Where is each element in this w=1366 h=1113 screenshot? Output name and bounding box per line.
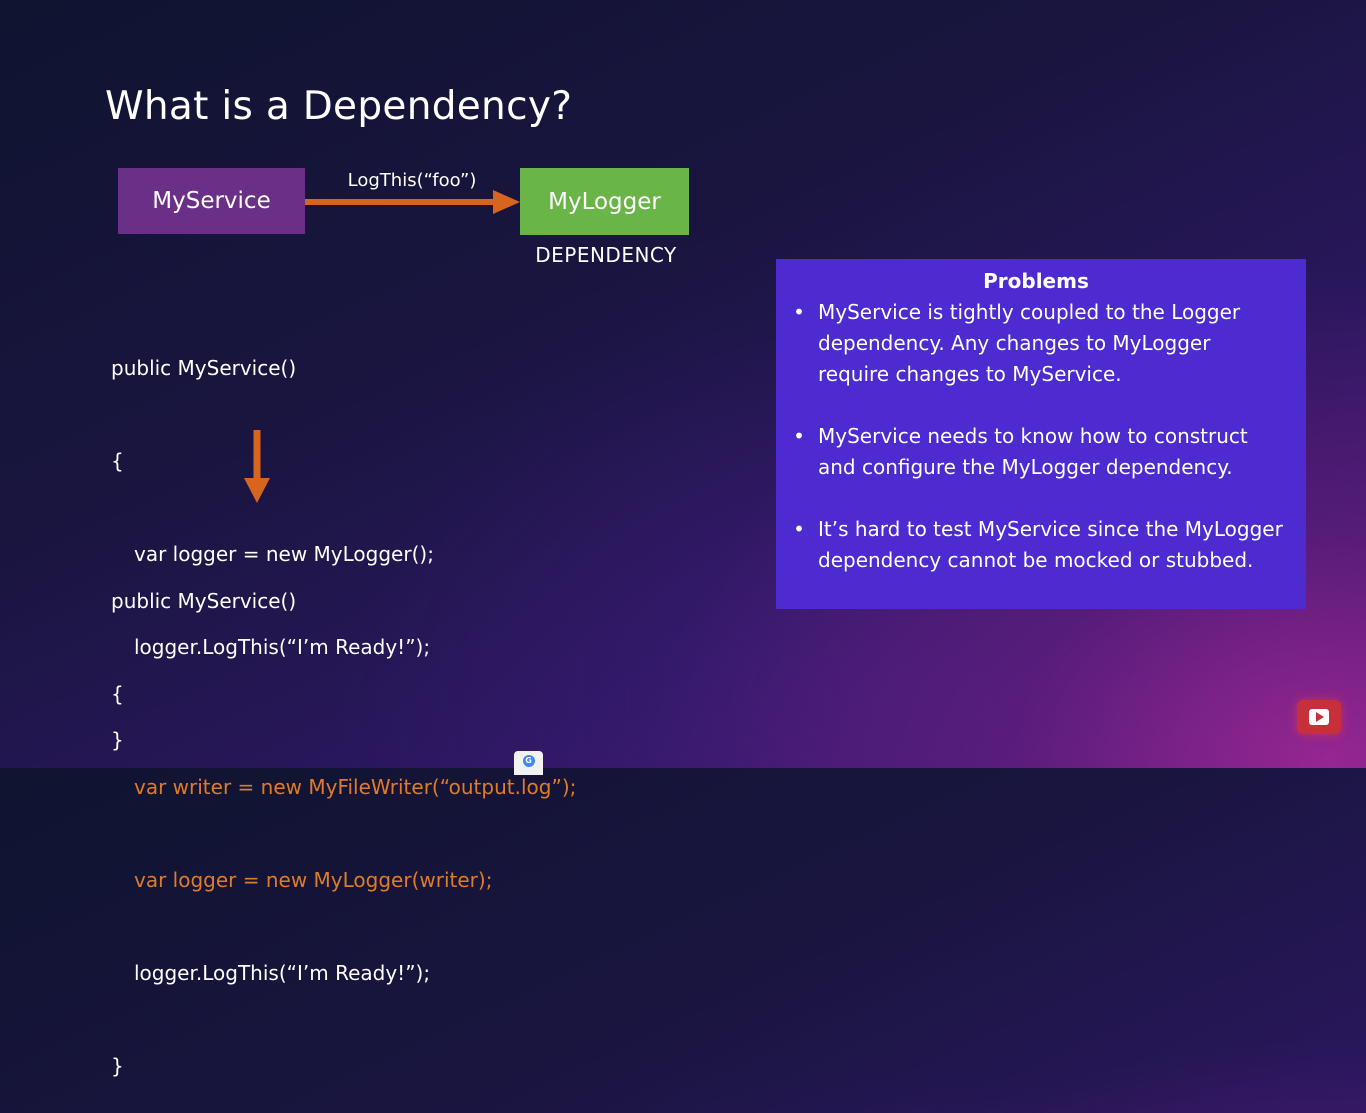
dependency-label: DEPENDENCY [535, 243, 677, 267]
code-before: public MyService() { var logger = new My… [111, 291, 434, 787]
translate-icon[interactable]: G [514, 751, 543, 775]
code-line: logger.LogThis(“I’m Ready!”); [134, 961, 431, 985]
problem-text: MyService is tightly coupled to the Logg… [818, 300, 1241, 386]
problem-text: MyService needs to know how to construct… [818, 424, 1248, 479]
bullet: • [793, 424, 805, 448]
problems-panel: Problems • MyService is tightly coupled … [776, 259, 1306, 609]
code-after: public MyService() { var writer = new My… [111, 524, 576, 1113]
myservice-box: MyService [118, 168, 305, 234]
slide-title: What is a Dependency? [105, 84, 573, 129]
code-line: } [111, 728, 124, 752]
code-line: { [111, 449, 124, 473]
play-icon [1309, 709, 1329, 725]
video-logo-icon[interactable] [1297, 700, 1341, 734]
code-line-highlighted: var logger = new MyLogger(writer); [134, 868, 493, 892]
bullet: • [793, 300, 805, 324]
problem-item: • MyService needs to know how to constru… [786, 421, 1286, 483]
code-line: logger.LogThis(“I’m Ready!”); [134, 635, 431, 659]
google-g-icon: G [522, 755, 535, 767]
problems-list: • MyService is tightly coupled to the Lo… [786, 297, 1286, 576]
problem-item: • MyService is tightly coupled to the Lo… [786, 297, 1286, 390]
code-line: { [111, 682, 124, 706]
problem-item: • It’s hard to test MyService since the … [786, 514, 1286, 576]
call-label: LogThis(“foo”) [347, 170, 477, 191]
code-line: var logger = new MyLogger(); [134, 542, 434, 566]
bullet: • [793, 517, 805, 541]
call-arrow [305, 190, 520, 214]
mylogger-box: MyLogger [520, 168, 689, 235]
code-line: public MyService() [111, 589, 297, 613]
code-line: } [111, 1054, 124, 1078]
code-line-highlighted: var writer = new MyFileWriter(“output.lo… [134, 775, 577, 799]
transform-arrow [244, 430, 270, 503]
problem-text: It’s hard to test MyService since the My… [818, 517, 1283, 572]
problems-title: Problems [983, 269, 1089, 293]
code-line: public MyService() [111, 356, 297, 380]
